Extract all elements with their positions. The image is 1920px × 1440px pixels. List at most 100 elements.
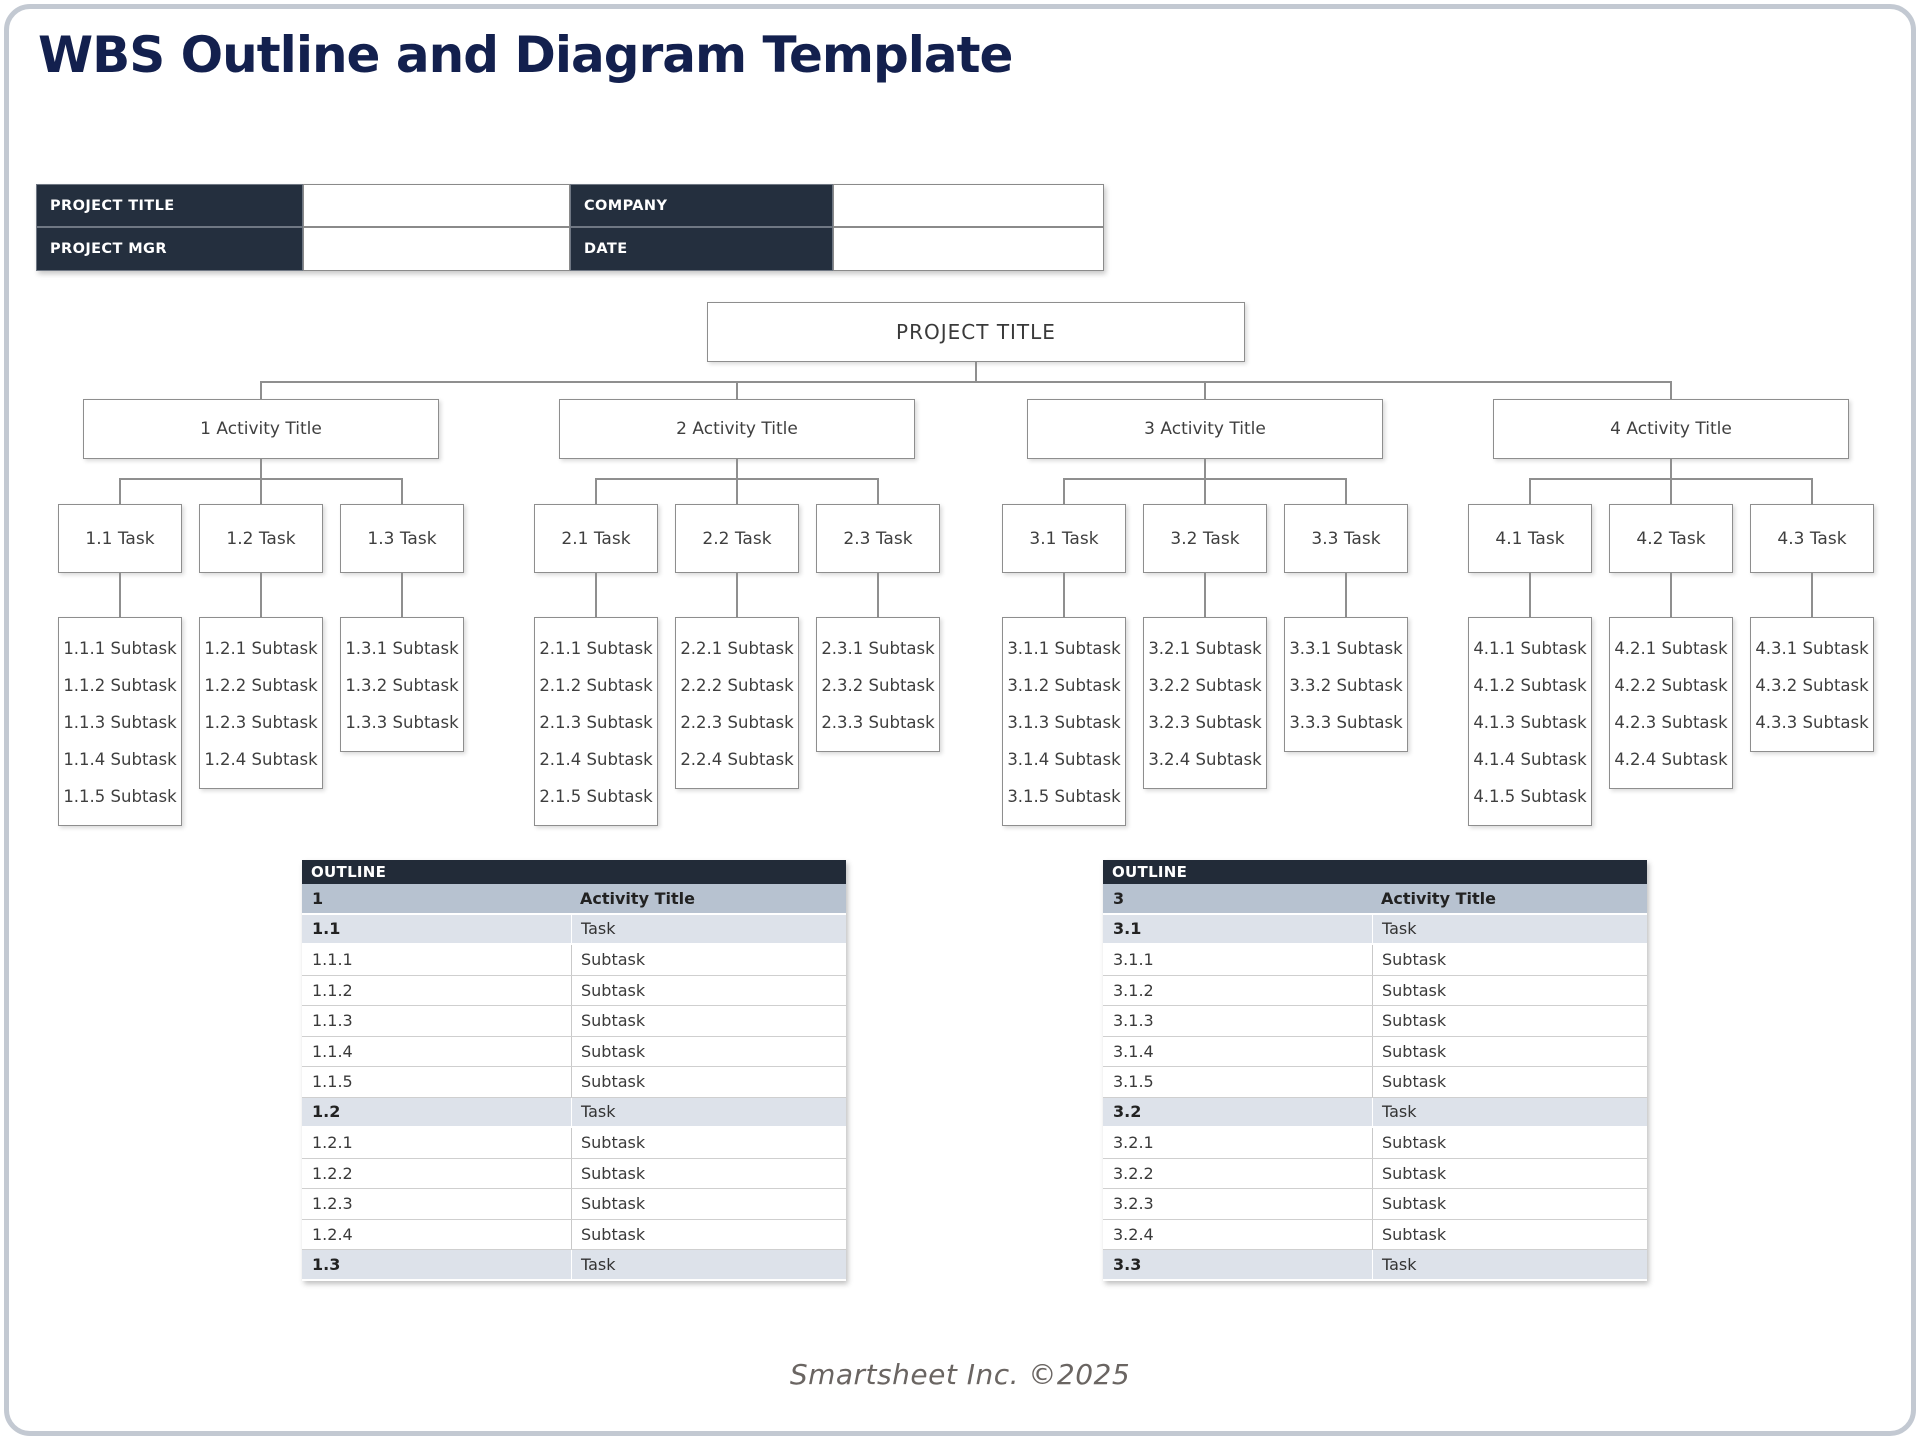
subtask-item: 3.3.3 Subtask	[1289, 713, 1403, 732]
outline-row-number: 1.1	[312, 919, 341, 939]
subtask-item: 2.2.1 Subtask	[680, 639, 794, 658]
outline-row-number: 3.1.1	[1113, 950, 1154, 970]
outline-row-label: Subtask	[571, 1067, 846, 1097]
outline-row: 3.1.4 Subtask	[1103, 1036, 1647, 1067]
connector-line	[1670, 573, 1672, 617]
outline-row: 1.1.4 Subtask	[302, 1036, 846, 1067]
outline-row-number: 1.1.2	[312, 980, 353, 1000]
task-box: 1.2 Task	[199, 504, 323, 573]
outline-row-label: Task	[571, 1250, 846, 1279]
subtask-item: 3.2.1 Subtask	[1148, 639, 1262, 658]
subtask-item: 1.1.4 Subtask	[63, 750, 177, 769]
outline-row-label: Subtask	[1372, 1006, 1647, 1036]
outline-row-label: Subtask	[1372, 1036, 1647, 1066]
task-box: 2.2 Task	[675, 504, 799, 573]
outline-row-label: Task	[1372, 1097, 1647, 1126]
subtask-item: 3.3.2 Subtask	[1289, 676, 1403, 695]
connector-line	[975, 362, 977, 381]
task-box: 4.2 Task	[1609, 504, 1733, 573]
outline-row-label: Subtask	[1372, 1189, 1647, 1219]
outline-row-label: Subtask	[571, 1158, 846, 1188]
connector-line	[261, 381, 1671, 383]
connector-line	[1063, 573, 1065, 617]
connector-line	[119, 573, 121, 617]
subtask-item: 1.1.3 Subtask	[63, 713, 177, 732]
subtask-item: 1.2.1 Subtask	[204, 639, 318, 658]
subtask-item: 2.2.4 Subtask	[680, 750, 794, 769]
connector-line	[1063, 478, 1065, 504]
project-title-value	[303, 184, 570, 227]
outline-row-number: 1.1.3	[312, 1011, 353, 1031]
subtask-item: 4.2.3 Subtask	[1614, 713, 1728, 732]
connector-line	[1204, 459, 1206, 478]
outline-row-label: Activity Title	[1381, 888, 1496, 908]
task-box: 1.1 Task	[58, 504, 182, 573]
connector-line	[260, 573, 262, 617]
subtask-item: 1.2.4 Subtask	[204, 750, 318, 769]
subtask-item: 4.1.4 Subtask	[1473, 750, 1587, 769]
outline-row-label: Activity Title	[580, 888, 695, 908]
subtask-item: 1.3.2 Subtask	[345, 676, 459, 695]
project-info-table: PROJECT TITLE COMPANY PROJECT MGR DATE	[36, 184, 1104, 271]
date-value	[833, 227, 1104, 271]
connector-line	[119, 478, 121, 504]
subtask-item: 1.1.2 Subtask	[63, 676, 177, 695]
connector-line	[1204, 381, 1206, 399]
outline-row: 3.1.3 Subtask	[1103, 1006, 1647, 1037]
outline-row-number: 3.1.4	[1113, 1041, 1154, 1061]
subtask-item: 3.3.1 Subtask	[1289, 639, 1403, 658]
subtask-item: 2.2.3 Subtask	[680, 713, 794, 732]
connector-line	[736, 459, 738, 478]
connector-line	[736, 573, 738, 617]
project-mgr-value	[303, 227, 570, 271]
subtask-item: 4.1.2 Subtask	[1473, 676, 1587, 695]
subtask-box: 3.3.1 Subtask 3.3.2 Subtask 3.3.3 Subtask	[1284, 617, 1408, 752]
subtask-item: 1.2.3 Subtask	[204, 713, 318, 732]
outline-row-label: Subtask	[1372, 1067, 1647, 1097]
subtask-item: 1.1.1 Subtask	[63, 639, 177, 658]
subtask-item: 2.1.5 Subtask	[539, 787, 653, 806]
outline-row-number: 3.3	[1113, 1254, 1142, 1274]
subtask-item: 4.1.3 Subtask	[1473, 713, 1587, 732]
outline-row-label: Subtask	[571, 1219, 846, 1249]
subtask-item: 3.1.4 Subtask	[1007, 750, 1121, 769]
subtask-item: 3.2.3 Subtask	[1148, 713, 1262, 732]
task-box: 3.2 Task	[1143, 504, 1267, 573]
outline-row-label: Subtask	[571, 1036, 846, 1066]
task-box: 3.3 Task	[1284, 504, 1408, 573]
outline-header: OUTLINE	[1103, 860, 1647, 884]
project-title-label: PROJECT TITLE	[36, 184, 303, 227]
outline-row-number: 1.2.2	[312, 1163, 353, 1183]
connector-line	[1529, 478, 1531, 504]
connector-line	[595, 573, 597, 617]
task-box: 1.3 Task	[340, 504, 464, 573]
outline-row-number: 3.1.3	[1113, 1011, 1154, 1031]
company-label: COMPANY	[570, 184, 833, 227]
outline-row-number: 1.2.3	[312, 1194, 353, 1214]
subtask-item: 2.3.2 Subtask	[821, 676, 935, 695]
task-box: 4.1 Task	[1468, 504, 1592, 573]
connector-line	[260, 459, 262, 478]
outline-row-number: 1.1.4	[312, 1041, 353, 1061]
outline-row-label: Task	[571, 914, 846, 943]
outline-row-label: Task	[1372, 914, 1647, 943]
outline-row-label: Subtask	[1372, 975, 1647, 1005]
outline-row-number: 3.2.4	[1113, 1224, 1154, 1244]
